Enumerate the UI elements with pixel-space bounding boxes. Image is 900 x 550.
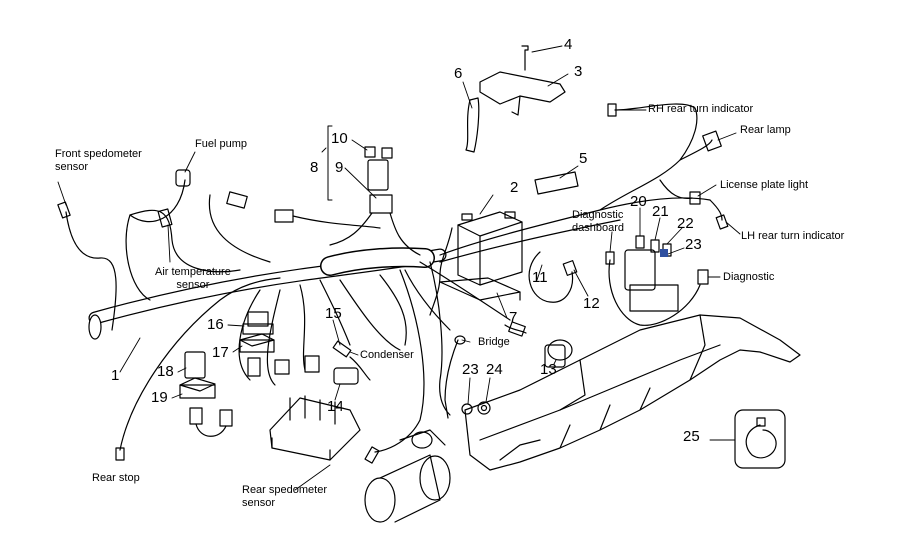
part-number: 5 xyxy=(579,150,588,167)
connector-group-8-9-10 xyxy=(329,146,421,256)
label-air-temperature-sensor: Air temperature sensor xyxy=(155,266,231,291)
part-number: 23 xyxy=(462,361,479,378)
part-number: 10 xyxy=(331,130,348,147)
part-number: 7 xyxy=(509,309,518,326)
part-number: 20 xyxy=(630,193,647,210)
label-lh-rear-turn-indicator: LH rear turn indicator xyxy=(741,230,845,242)
label-condenser: Condenser xyxy=(360,349,414,361)
part-number: 23 xyxy=(685,236,702,253)
part-number: 2 xyxy=(510,179,519,196)
front-speedometer-wire xyxy=(65,211,117,331)
label-rear-stop: Rear stop xyxy=(92,472,140,484)
clamp-detail-box xyxy=(734,409,786,469)
part-number: 8 xyxy=(310,159,319,176)
label-rear-speedometer-sensor: Rear spedometer sensor xyxy=(242,484,327,509)
air-temperature-connector xyxy=(226,191,248,209)
rear-speedometer-connector xyxy=(364,446,380,464)
grommet-23 xyxy=(461,403,473,415)
leader-lines xyxy=(57,45,741,491)
socket-13 xyxy=(544,339,573,368)
label-rh-rear-turn-indicator: RH rear turn indicator xyxy=(648,103,754,115)
part-number: 11 xyxy=(532,269,548,286)
part-number: 24 xyxy=(486,361,503,378)
panel-5 xyxy=(534,171,579,195)
battery-cable-12 xyxy=(562,260,578,276)
label-diagnostic: Diagnostic xyxy=(723,271,775,283)
label-bridge: Bridge xyxy=(478,336,510,348)
bracket-3 xyxy=(479,71,566,116)
part-number: 4 xyxy=(564,36,573,53)
part-number: 21 xyxy=(652,203,669,220)
strap-6 xyxy=(465,97,480,153)
fuel-pump-connector xyxy=(175,169,191,187)
rear-stop-wire xyxy=(119,277,281,451)
label-rear-lamp: Rear lamp xyxy=(740,124,791,136)
main-harness xyxy=(88,197,711,340)
screw-4 xyxy=(521,45,529,71)
part-number: 15 xyxy=(325,305,342,322)
front-speedometer-connector xyxy=(57,201,71,219)
part-number: 13 xyxy=(540,361,557,378)
rear-lamp-connector xyxy=(702,130,722,152)
part-number: 6 xyxy=(454,65,463,82)
part-number: 19 xyxy=(151,389,168,406)
battery-cable-11 xyxy=(528,251,574,303)
label-diagnostic-dashboard: Diagnostic dashboard xyxy=(572,209,624,234)
air-temperature-clip xyxy=(157,208,173,228)
clamp-25 xyxy=(745,424,777,459)
label-license-plate-light: License plate light xyxy=(720,179,809,191)
part-number: 16 xyxy=(207,316,224,333)
relay-16 xyxy=(242,311,274,335)
fuse-holder-14 xyxy=(269,395,361,461)
relay-18 xyxy=(184,351,206,379)
part-number: 14 xyxy=(327,398,344,415)
starter-motor xyxy=(364,429,451,523)
label-fuel-pump: Fuel pump xyxy=(195,138,247,150)
part-number: 25 xyxy=(683,428,700,445)
relay-17 xyxy=(239,333,275,353)
rear-frame xyxy=(464,314,801,471)
part-number: 3 xyxy=(574,63,583,80)
part-number: 17 xyxy=(212,344,229,361)
highlight-cap-23 xyxy=(660,249,668,257)
label-front-speedometer-sensor: Front spedometer sensor xyxy=(55,148,142,173)
part-number: 22 xyxy=(677,215,694,232)
grommet-24 xyxy=(477,401,491,415)
condenser xyxy=(332,340,352,358)
part-number: 1 xyxy=(111,367,120,384)
part-number: 9 xyxy=(335,159,344,176)
part-number: 18 xyxy=(157,363,174,380)
relay-19 xyxy=(179,377,216,399)
part-number: 12 xyxy=(583,295,600,312)
